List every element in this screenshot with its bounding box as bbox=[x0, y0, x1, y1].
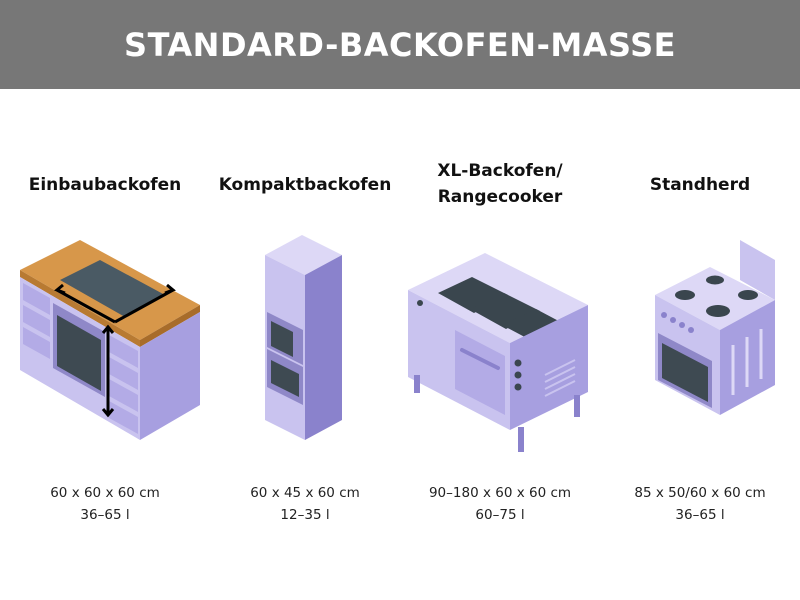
oven-specs: 85 x 50/60 x 60 cm 36–65 l bbox=[600, 482, 800, 526]
oven-dimensions: 85 x 50/60 x 60 cm bbox=[634, 485, 766, 501]
range-cooker-icon bbox=[408, 253, 588, 452]
oven-volume: 12–35 l bbox=[280, 507, 330, 523]
oven-volume: 36–65 l bbox=[675, 507, 725, 523]
page-title: STANDARD-BACKOFEN-MASSE bbox=[124, 25, 676, 64]
oven-specs: 90–180 x 60 x 60 cm 60–75 l bbox=[400, 482, 600, 526]
built-in-oven-icon bbox=[20, 240, 200, 440]
oven-card-kompakt: Kompaktbackofen 60 x 45 x 60 cm 12–35 l bbox=[205, 150, 405, 550]
oven-specs: 60 x 45 x 60 cm 12–35 l bbox=[205, 482, 405, 526]
oven-title: Standherd bbox=[649, 175, 751, 195]
header-bar: STANDARD-BACKOFEN-MASSE bbox=[0, 0, 800, 89]
oven-dimensions: 90–180 x 60 x 60 cm bbox=[428, 485, 572, 501]
oven-title: XL-Backofen/ Rangecooker bbox=[437, 161, 563, 207]
oven-card-standherd: Standherd 85 x 50/60 x 60 cm 36–65 l bbox=[600, 150, 800, 550]
oven-card-einbau: Einbaubackofen 60 x 60 x 60 cm 36–6 bbox=[5, 150, 205, 550]
oven-volume: 60–75 l bbox=[475, 507, 525, 523]
oven-specs: 60 x 60 x 60 cm 36–65 l bbox=[5, 482, 205, 526]
oven-title: Kompaktbackofen bbox=[218, 175, 392, 195]
oven-dimensions: 60 x 60 x 60 cm bbox=[50, 485, 160, 501]
freestanding-stove-icon bbox=[655, 240, 775, 415]
oven-card-xl: XL-Backofen/ Rangecooker 90–180 x 60 x 6… bbox=[400, 150, 600, 550]
oven-volume: 36–65 l bbox=[80, 507, 130, 523]
compact-oven-icon bbox=[265, 235, 342, 440]
oven-title: Einbaubackofen bbox=[28, 175, 182, 195]
oven-dimensions: 60 x 45 x 60 cm bbox=[250, 485, 360, 501]
